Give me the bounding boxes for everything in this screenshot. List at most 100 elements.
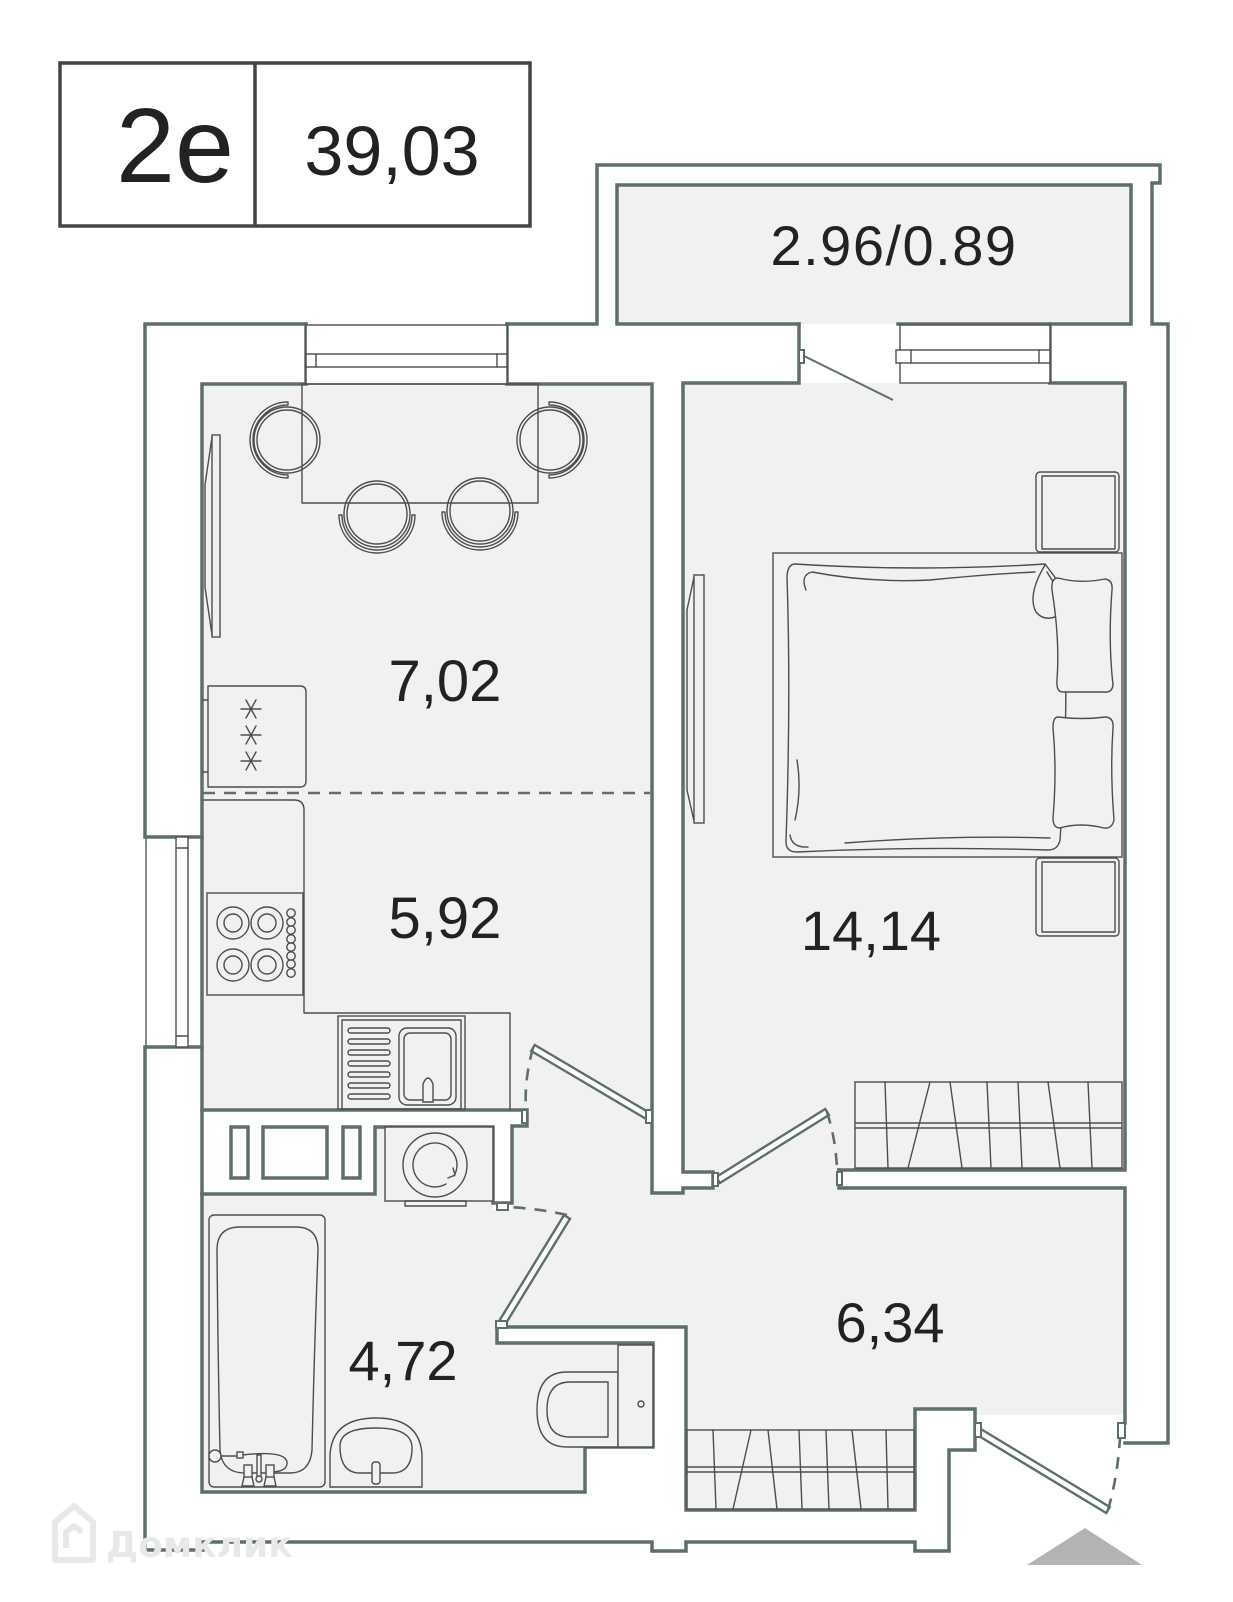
door-stop (1117, 1422, 1126, 1439)
chair-icon (441, 477, 519, 551)
bathtub-rim (208, 1214, 326, 1488)
bathroom-door (495, 1202, 572, 1329)
tv-icon (686, 574, 705, 824)
star-burner-icon (240, 751, 262, 771)
chair-seat (446, 477, 514, 545)
duvet (785, 563, 1067, 853)
pillow (1051, 577, 1114, 693)
door-swing (505, 1205, 568, 1217)
entrance-marker-icon (1027, 1528, 1142, 1565)
table-top (301, 383, 539, 504)
drainer-rib (347, 1093, 391, 1100)
balcony-area-label: 2.96/0.89 (770, 214, 1017, 277)
knob (286, 968, 296, 978)
door-swing (1106, 1436, 1122, 1511)
washing-machine-icon (384, 1126, 494, 1207)
chair-seat-inner (256, 409, 318, 471)
chair-icon (249, 401, 321, 479)
door-swing (825, 1111, 839, 1171)
nightstand-icon (1035, 471, 1120, 553)
plan-header: 2e 39,03 (58, 61, 532, 228)
bed-icon (772, 552, 1123, 858)
toilet-tank (617, 1344, 654, 1448)
door-stop (521, 1109, 528, 1124)
tap-spout (256, 1454, 262, 1478)
nightstand-inner (1041, 475, 1116, 550)
door-stop (798, 349, 805, 364)
door-stop (712, 1172, 719, 1187)
burner (250, 906, 284, 940)
chair-seat (516, 406, 584, 474)
chair-seat (253, 406, 321, 474)
washer-base (404, 1200, 467, 1207)
cabinet-outline (202, 685, 307, 788)
pillow (1052, 716, 1115, 829)
star-burner-icon (240, 699, 262, 719)
door-stop (645, 1109, 653, 1124)
outer-wall-balcony-right (505, 163, 1170, 1445)
bedroom-window (895, 324, 1051, 384)
burner-inner (257, 955, 277, 975)
tap-handle (265, 1464, 275, 1478)
nightstand-icon (1035, 857, 1120, 937)
house-logo-icon (52, 1503, 96, 1563)
burner (216, 948, 250, 982)
drainer-rib (347, 1049, 391, 1056)
hose-clip (236, 1451, 244, 1459)
sink-basin (398, 1027, 457, 1106)
burner-inner (223, 913, 243, 933)
center-wall (505, 322, 801, 1195)
entrance-door (974, 1422, 1126, 1515)
hallway-area-label: 6,34 (836, 1291, 945, 1354)
cooktop-cabinet-icon (202, 685, 307, 788)
chair-seat (343, 480, 411, 548)
wardrobe-icon (686, 1429, 915, 1510)
tv-icon (204, 434, 221, 638)
tap-center (255, 1475, 263, 1483)
balcony-wall (615, 183, 1133, 326)
tv-panel (693, 574, 705, 824)
washbasin-icon (329, 1417, 423, 1488)
vent-shaft-2 (261, 1125, 329, 1180)
chair-back (338, 514, 416, 554)
door-stop (496, 1202, 509, 1211)
window-sill (305, 353, 508, 368)
tv-panel (211, 434, 221, 638)
washer-body (384, 1126, 494, 1202)
washbasin-bowl (339, 1427, 413, 1474)
kitchen-floor (202, 383, 652, 1110)
door-stop (495, 1320, 508, 1329)
window-sill (895, 349, 1051, 364)
tv-stand (686, 576, 695, 822)
shower-hose (220, 1452, 288, 1473)
flush-button (637, 1400, 645, 1408)
drainer-rib (347, 1082, 391, 1089)
burner (250, 948, 284, 982)
outer-wall-left-top (143, 322, 308, 839)
chair-icon (338, 480, 416, 554)
kitchen-counter (203, 799, 511, 1111)
hallway-floor (497, 1110, 1125, 1510)
chair-back (441, 511, 519, 551)
washbasin-outline (329, 1417, 423, 1488)
drainer-rib (347, 1060, 391, 1067)
outer-wall-left-bottom (143, 1045, 977, 1553)
window-sill (175, 836, 189, 1048)
sink-top (341, 1019, 462, 1110)
wardrobe-hangers (884, 1081, 1093, 1169)
bedroom-door (712, 1107, 843, 1187)
table-icon (301, 383, 539, 504)
burner (216, 906, 250, 940)
balcony-door (798, 349, 894, 401)
shower-head (208, 1449, 222, 1463)
tap-base (241, 1476, 277, 1487)
drainer-rib (347, 1027, 391, 1034)
kitchen-window (305, 324, 508, 385)
burner-inner (257, 913, 277, 933)
duvet-fold (1032, 564, 1064, 619)
door-swing (524, 1047, 535, 1111)
chair-seat-inner (449, 480, 511, 542)
vent-shaft-1 (229, 1125, 250, 1180)
door-stop (836, 1171, 843, 1186)
